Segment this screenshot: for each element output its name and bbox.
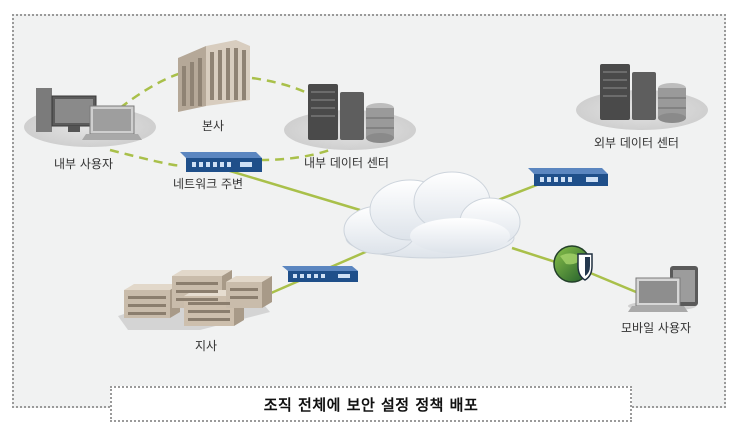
label-hq: 본사 (202, 119, 225, 133)
label-external-dc: 외부 데이터 센터 (594, 136, 679, 150)
label-internal-user: 내부 사용자 (54, 157, 114, 171)
external-dc-node (576, 64, 708, 130)
building-icon (178, 40, 250, 112)
mobile-devices-icon (628, 266, 698, 312)
caption-box: 조직 전체에 보안 설정 정책 배포 (110, 386, 632, 422)
caption-text: 조직 전체에 보안 설정 정책 배포 (263, 395, 479, 414)
label-branch: 지사 (195, 339, 218, 353)
internal-users-node (24, 88, 156, 147)
firewall-appliance-icon (528, 168, 608, 186)
server-database-icon (600, 64, 686, 123)
cloud-icon (343, 171, 521, 259)
label-network-perimeter: 네트워크 주변 (173, 177, 244, 191)
label-mobile-user: 모바일 사용자 (621, 321, 692, 335)
server-database-icon (308, 84, 394, 143)
firewall-appliance-icon (180, 152, 262, 172)
label-internal-dc: 내부 데이터 센터 (304, 156, 389, 170)
office-buildings-icon (118, 270, 272, 330)
desktop-laptop-icon (36, 88, 142, 140)
firewall-appliance-icon (282, 266, 358, 282)
internal-dc-node (284, 84, 416, 150)
globe-shield-icon (553, 245, 593, 283)
